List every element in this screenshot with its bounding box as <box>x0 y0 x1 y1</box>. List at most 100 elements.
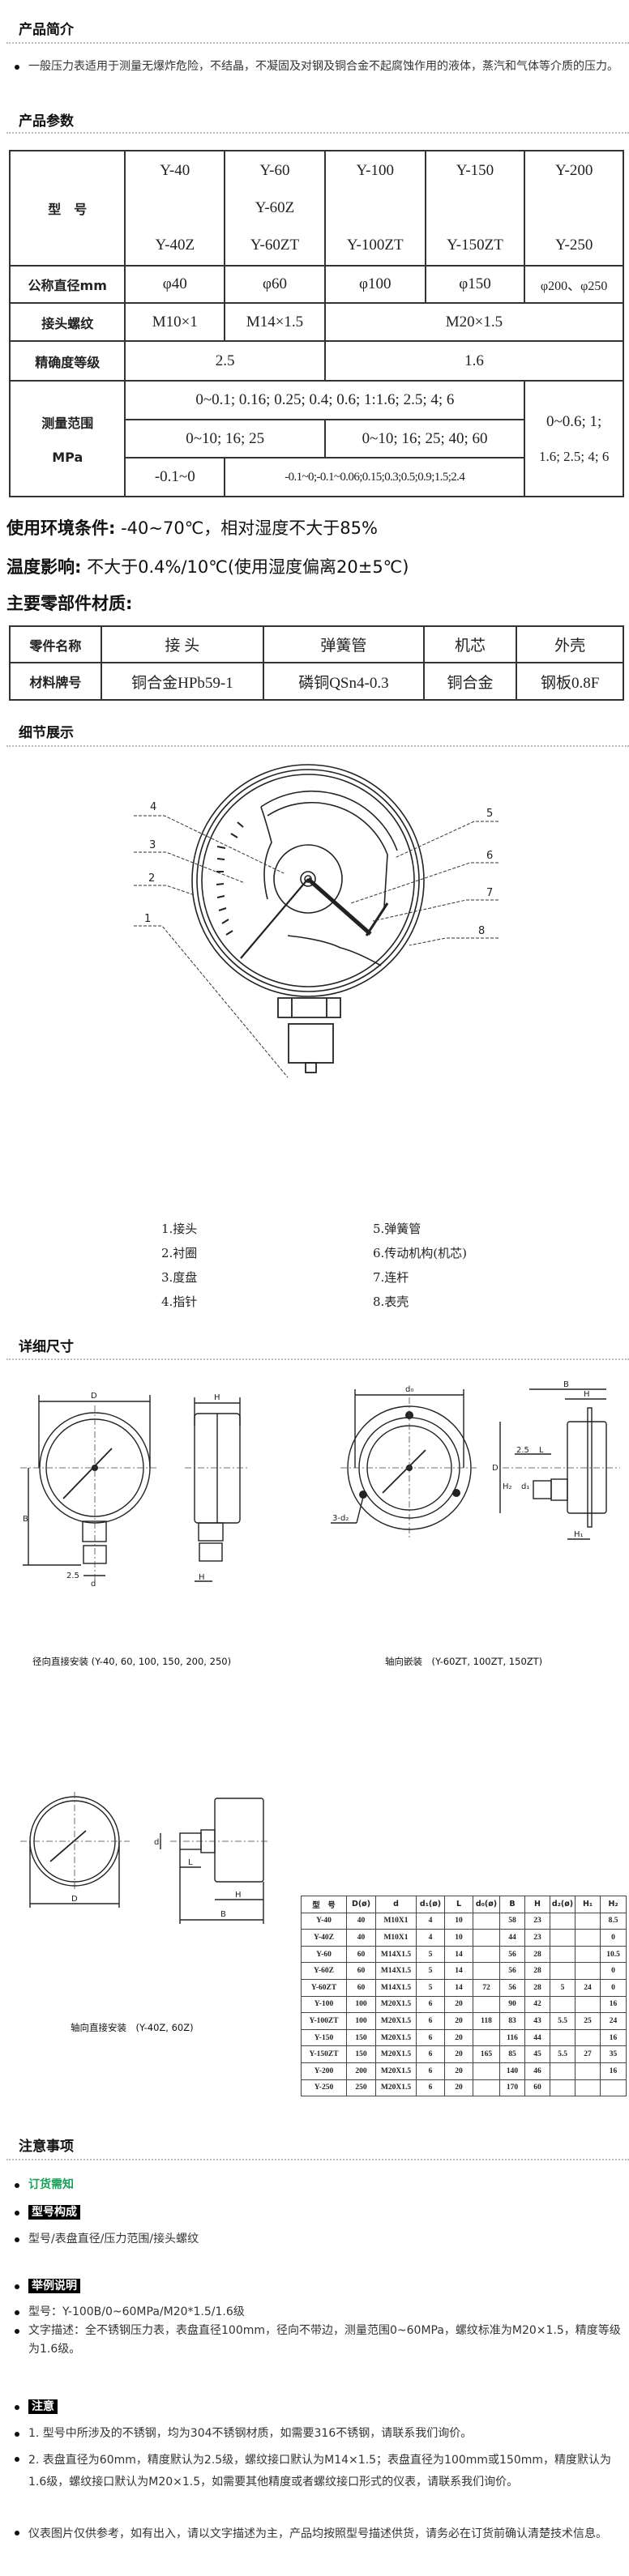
section-title-details: 细节展示 <box>19 725 74 741</box>
table-cell: 72 <box>473 1978 500 1997</box>
table-cell: 42 <box>524 1995 550 2014</box>
dim-2-5: 2.5 <box>66 1572 79 1580</box>
table-cell <box>550 2079 576 2097</box>
table-cell: 60 <box>346 1945 376 1964</box>
legend-item: 1.接头 <box>161 1222 198 1236</box>
callout-1: 1 <box>144 913 151 925</box>
table-cell: 46 <box>524 2062 550 2080</box>
table-cell: M14X1.5 <box>375 1962 417 1980</box>
column-header: D(ø) <box>346 1896 376 1913</box>
range-cell: 0~10; 16; 25 <box>124 419 326 458</box>
range-label-text: 测量范围 <box>41 416 94 431</box>
column-header: H₁ <box>575 1896 601 1913</box>
dim-H-flanged: H <box>584 1390 590 1399</box>
table-cell: 28 <box>524 1978 550 1997</box>
temp-value: 不大于0.4%/10℃(使用湿度偏离20±5℃) <box>81 557 409 577</box>
range-cell: -0.1~0 <box>124 457 226 497</box>
range-cell: 0~10; 16; 25; 40; 60 <box>323 419 526 458</box>
table-cell: 20 <box>444 2062 473 2080</box>
column-header: H₂ <box>600 1896 627 1913</box>
dim-d-axial: d <box>154 1838 159 1847</box>
model-top: Y-150 <box>456 162 494 179</box>
table-cell: 170 <box>499 2079 525 2097</box>
model-top: Y-200 <box>554 162 593 179</box>
legend-item: 2.衬圈 <box>161 1246 198 1260</box>
table-cell: 28 <box>524 1962 550 1980</box>
table-cell: 14 <box>444 1962 473 1980</box>
model-top: Y-60 <box>259 162 290 179</box>
model-bottom: Y-150ZT <box>447 237 503 254</box>
legend-left: 1.接头 2.衬圈 3.度盘 4.指针 <box>161 1217 197 1314</box>
order-notice: 订货需知 <box>15 2176 624 2194</box>
table-cell: 16 <box>600 2062 627 2080</box>
table-cell: Y-200 <box>301 2062 347 2080</box>
caption-radial: 径向直接安装 (Y-40, 60, 100, 150, 200, 250) <box>32 1656 232 1667</box>
diameter-cell: φ150 <box>424 265 526 304</box>
table-cell <box>575 1945 601 1964</box>
temp-effect: 温度影响: 不大于0.4%/10℃(使用湿度偏离20±5℃) <box>6 554 409 578</box>
accuracy-label: 精确度等级 <box>8 340 126 382</box>
table-cell: M20X1.5 <box>375 2062 417 2080</box>
table-cell <box>575 1929 601 1947</box>
table-cell: 83 <box>499 2012 525 2030</box>
dim-H2: H₂ <box>503 1482 512 1491</box>
table-cell: M20X1.5 <box>375 2012 417 2030</box>
callout-7: 7 <box>486 887 493 899</box>
note-1: 1. 型号中所涉及的不锈钢，均为304不锈钢材质，如需要316不锈钢，请联系我们… <box>15 2425 624 2443</box>
diameter-cell: φ40 <box>124 265 226 304</box>
table-cell: 5 <box>416 1978 445 1997</box>
accuracy-cell: 1.6 <box>323 340 625 382</box>
table-cell: 165 <box>473 2045 500 2063</box>
column-header: d <box>375 1896 417 1913</box>
table-cell: 150 <box>346 2045 376 2063</box>
table-cell: 8.5 <box>600 1912 627 1930</box>
case-outer <box>191 764 425 997</box>
table-cell: 45 <box>524 2045 550 2063</box>
socket <box>277 997 341 1073</box>
model-top: Y-100 <box>356 162 394 179</box>
column-header: 型 号 <box>301 1896 347 1913</box>
callout-8: 8 <box>478 925 485 937</box>
example-model: 型号：Y-100B/0~60MPa/M20*1.5/1.6级 <box>15 2303 624 2322</box>
table-cell: 90 <box>499 1995 525 2014</box>
table-cell: 40 <box>346 1929 376 1947</box>
example-desc: 文字描述：全不锈钢压力表，表盘直径100mm，径向不带边，测量范围0~60MPa… <box>15 2322 624 2359</box>
column-header: B <box>499 1896 525 1913</box>
legend-right: 5.弹簧管 6.传动机构(机芯) 7.连杆 8.表壳 <box>373 1217 467 1314</box>
table-cell: 20 <box>444 2012 473 2030</box>
caption-axial: 轴向直接安装 (Y-40Z, 60Z) <box>71 2022 194 2033</box>
tag-label: 型号构成 <box>28 2205 80 2220</box>
table-cell <box>575 2079 601 2097</box>
part-name: 弹簧管 <box>263 625 425 663</box>
env-conditions: 使用环境条件: -40~70℃，相对湿度不大于85% <box>6 515 378 540</box>
table-cell <box>550 2028 576 2047</box>
table-cell: 0 <box>600 1962 627 1980</box>
dim-H: H <box>214 1393 220 1402</box>
table-cell: 6 <box>416 2012 445 2030</box>
dim-d: d <box>91 1580 96 1589</box>
dim-3-d2: 3-d₂ <box>332 1514 349 1523</box>
table-cell <box>575 1912 601 1930</box>
dim-B: B <box>23 1515 28 1524</box>
table-cell: 23 <box>524 1929 550 1947</box>
model-bottom: Y-250 <box>554 237 593 254</box>
order-notice-label: 订货需知 <box>28 2178 74 2191</box>
legend-item: 4.指针 <box>161 1294 198 1309</box>
pointer <box>240 878 309 959</box>
materials-title: 主要零部件材质: <box>6 594 133 613</box>
table-cell: 20 <box>444 2028 473 2047</box>
table-cell: 44 <box>524 2028 550 2047</box>
dim-L-axial: L <box>188 1858 193 1867</box>
range-cell: 0~0.1; 0.16; 0.25; 0.4; 0.6; 1:1.6; 2.5;… <box>124 380 526 420</box>
diameter-cell: φ60 <box>224 265 326 304</box>
table-cell: 56 <box>499 1978 525 1997</box>
table-cell: 5 <box>416 1962 445 1980</box>
material-grade: 铜合金 <box>422 662 518 701</box>
